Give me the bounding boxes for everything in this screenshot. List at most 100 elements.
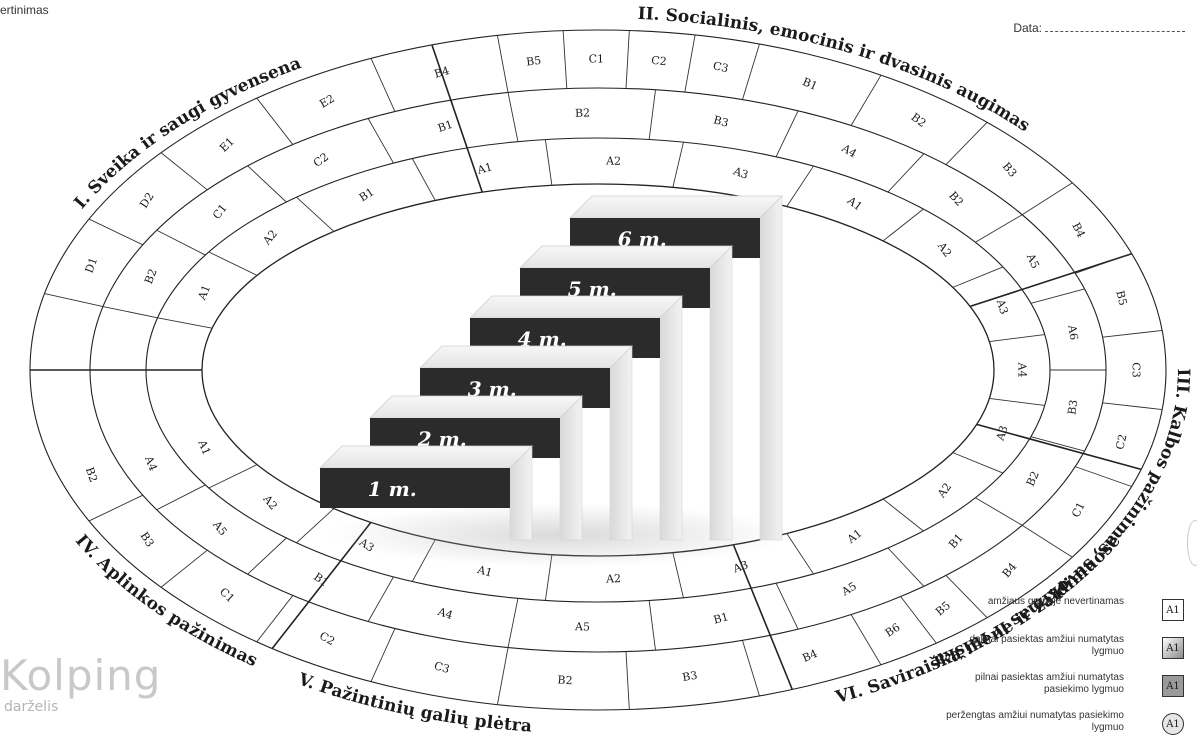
achievement-code: A2: [260, 227, 280, 248]
achievement-code: A3: [993, 297, 1010, 316]
achievement-code: A1: [844, 527, 865, 547]
achievement-code: B2: [83, 465, 100, 484]
stair-side: [710, 246, 732, 540]
achievement-code: A5: [574, 620, 590, 634]
achievement-code: B3: [137, 530, 156, 550]
cell-divider: [649, 90, 655, 140]
achievement-code: B4: [800, 647, 819, 665]
kolping-logo: Kolping darželis: [0, 655, 161, 715]
cell-divider: [1103, 330, 1163, 337]
achievement-code: A1: [195, 437, 213, 457]
achievement-code: A3: [731, 164, 750, 182]
cell-divider: [161, 153, 207, 190]
cell-divider: [103, 307, 158, 318]
achievement-code: A1: [475, 160, 494, 177]
cell-divider: [953, 453, 1003, 473]
cell-divider: [989, 398, 1044, 405]
stair-top: [570, 196, 782, 218]
logo-mark: Kolping: [0, 655, 161, 697]
cell-divider: [626, 31, 629, 89]
cell-divider: [1075, 467, 1131, 487]
cell-divider: [371, 628, 395, 681]
achievement-code: C1: [210, 202, 230, 222]
achievement-code: C2: [311, 150, 331, 170]
cell-divider: [89, 219, 143, 245]
achievement-code: A2: [605, 572, 621, 586]
cell-divider: [1022, 525, 1072, 557]
cell-divider: [296, 197, 333, 231]
cell-divider: [368, 119, 393, 164]
achievement-code: C3: [712, 59, 730, 75]
cell-divider: [508, 92, 518, 141]
cell-divider: [371, 58, 395, 111]
cell-divider: [787, 534, 814, 574]
cell-divider: [776, 111, 798, 157]
cell-divider: [946, 122, 987, 164]
achievement-code: C1: [217, 585, 237, 605]
achievement-code: A4: [435, 605, 454, 622]
achievement-code: B3: [712, 113, 730, 129]
achievement-code: E1: [217, 135, 237, 155]
stair-top: [320, 446, 532, 468]
cell-divider: [257, 595, 293, 641]
cell-divider: [776, 583, 798, 629]
cell-divider: [1031, 437, 1085, 451]
achievement-code: A5: [210, 518, 230, 539]
cell-divider: [248, 166, 287, 202]
achievement-code: C2: [1113, 433, 1129, 451]
legend-text: dalinai pasiektas amžiui numatytas lygmu…: [944, 634, 1124, 658]
cell-divider: [742, 44, 759, 100]
cell-divider: [248, 538, 287, 574]
cell-divider: [545, 140, 552, 186]
cell-divider: [45, 294, 103, 307]
achievement-code: B2: [575, 106, 590, 119]
achievement-code: B5: [1113, 289, 1129, 307]
achievement-code: D1: [83, 256, 101, 275]
logo-subtitle: darželis: [4, 699, 161, 715]
achievement-code: D2: [137, 190, 157, 210]
cell-divider: [883, 499, 923, 531]
achievement-code: B2: [909, 110, 929, 129]
cell-divider: [412, 158, 435, 200]
cell-divider: [851, 615, 881, 665]
achievement-code: B3: [681, 669, 698, 684]
page-edge-mark: [1187, 520, 1197, 566]
achievement-code: B3: [1000, 160, 1020, 180]
stair-side: [660, 296, 682, 540]
cell-divider: [989, 335, 1044, 342]
cell-divider: [888, 154, 924, 192]
cell-divider: [1075, 253, 1131, 273]
cell-divider: [497, 648, 508, 705]
section-title: I. Sveika ir saugi gyvensena: [70, 53, 303, 213]
stair-age-label: 1 m.: [368, 477, 417, 501]
achievement-code: A1: [195, 283, 213, 303]
legend: amžiaus grupėje nevertinamas A1 dalinai …: [900, 593, 1196, 745]
cell-divider: [257, 98, 293, 144]
achievement-code: B4: [1000, 560, 1020, 580]
achievement-code: A5: [839, 580, 859, 599]
achievement-code: A2: [934, 480, 954, 501]
achievement-code: B1: [357, 185, 377, 204]
cell-divider: [157, 230, 206, 255]
cell-divider: [1103, 403, 1163, 410]
achievement-code: E2: [317, 92, 337, 111]
cell-divider: [368, 577, 393, 622]
achievement-code: C3: [433, 659, 452, 676]
stair-side: [610, 346, 632, 540]
cell-divider: [1031, 289, 1085, 303]
cell-divider: [563, 31, 567, 89]
cell-divider: [497, 35, 508, 92]
achievement-code: A1: [844, 193, 865, 213]
stair-top: [420, 346, 632, 368]
achievement-code: A2: [260, 492, 280, 513]
cell-divider: [975, 215, 1022, 243]
achievement-code: A4: [1016, 362, 1029, 378]
cell-divider: [508, 598, 518, 647]
legend-text: amžiaus grupėje nevertinamas: [944, 596, 1124, 608]
legend-swatch-full: A1: [1162, 675, 1184, 697]
stair-top: [520, 246, 732, 268]
legend-text: pilnai pasiektas amžiui numatytas pasiek…: [944, 672, 1124, 696]
achievement-code: A2: [605, 154, 621, 168]
cell-divider: [883, 209, 923, 241]
stair-top: [370, 396, 582, 418]
